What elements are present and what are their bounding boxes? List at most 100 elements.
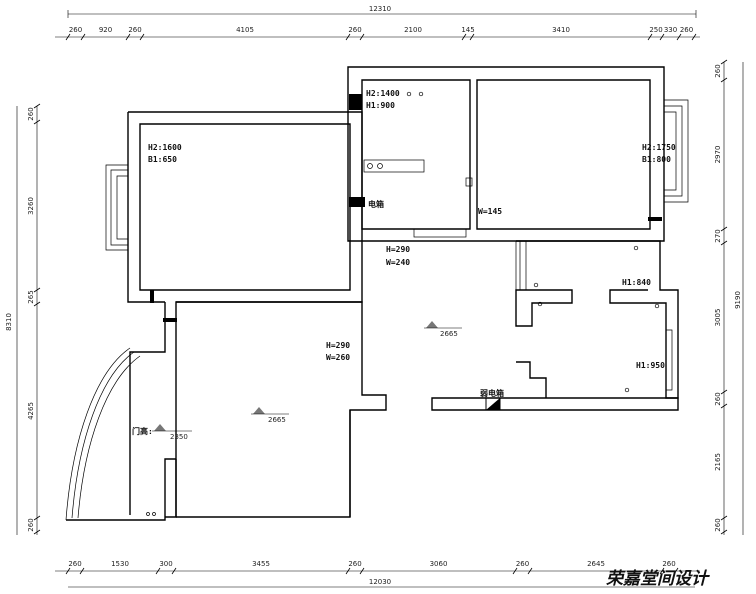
dim-tick [691,33,697,41]
dim-tick [720,226,728,232]
bottom-total-dim: 12030 [369,578,391,586]
dim-segment-label: 260 [348,26,361,34]
dim-tick [33,529,41,535]
dim-segment-label: 265 [27,290,35,303]
dim-segment-label: 4265 [27,402,35,420]
dim-segment-label: 3005 [714,309,722,327]
dim-segment-label: 260 [714,64,722,77]
dim-tick [125,33,131,41]
dim-tick [720,389,728,395]
kitchen-counter [363,159,425,173]
jamb-marker-2 [150,290,154,303]
dim-segment-label: 920 [99,26,112,34]
dim-tick [469,33,475,41]
dim-tick [647,33,653,41]
dim-segment-label: 3410 [552,26,570,34]
bedroom-left-b-label: B1:650 [148,155,177,164]
dim-segment-label: 270 [714,229,722,242]
jamb-marker-3 [163,318,177,322]
bedroom-right-h-label: H2:1750 [642,143,676,152]
dim-segment-label: 260 [68,560,81,568]
dim-segment-label: 330 [664,26,677,34]
dim-tick [527,567,533,575]
kitchen-h-label: H2:1400 [366,89,400,98]
dim-segment-label: 2970 [714,146,722,164]
dim-tick [80,33,86,41]
dim-segment-label: 260 [680,26,693,34]
bottom-dimension: 12030 260 1530 300 3455 260 3060 260 2645 260 [55,560,700,588]
dim-segment-label: 3060 [430,560,448,568]
dim-tick [171,567,177,575]
level-hall-label: 2665 [440,330,458,338]
dim-tick [720,77,728,83]
weak-box-outline [485,397,501,411]
bath-h2-label: H1:950 [636,361,665,370]
dim-tick [720,529,728,535]
dim-tick [33,119,41,125]
bedroom-left-h-label: H2:1600 [148,143,182,152]
bedroom-right-b-label: B1:800 [642,155,671,164]
dim-tick [461,33,467,41]
dim-segment-label: 2645 [587,560,605,568]
meter-box-marker [349,197,365,207]
living-w-label: W=260 [326,353,350,362]
dim-tick [673,567,679,575]
dim-segment-label: 1530 [111,560,129,568]
walls [65,66,689,521]
dim-segment-label: 4105 [236,26,254,34]
left-total-dim: 8310 [5,313,13,331]
dim-segment-label: 260 [27,518,35,531]
right-total-dim: 9190 [734,291,742,309]
jamb-marker-1 [349,94,362,110]
dim-segment-label: 260 [69,26,82,34]
dim-tick [139,33,145,41]
top-total-dim: 12310 [369,5,391,13]
dim-tick [359,33,365,41]
meter-box-label: 电箱 [368,199,384,209]
dim-segment-label: 260 [348,560,361,568]
level-markers: 2665 2665 2350 [152,321,462,441]
jamb-marker-4 [648,217,662,221]
dim-tick [720,59,728,65]
dim-tick [345,33,351,41]
dim-tick [720,240,728,246]
w145-label: W=145 [478,207,502,216]
level-triangle-hall [426,321,438,328]
dim-tick [720,515,728,521]
wall-markers [150,94,662,411]
dim-tick [33,287,41,293]
dim-tick [33,301,41,307]
level-triangle-living [253,407,265,414]
dim-tick [79,567,85,575]
bath-h1-label: H1:840 [622,278,651,287]
dim-segment-label: 260 [662,560,675,568]
left-dimension: 8310 260 3260 265 4265 260 [5,103,41,535]
dim-tick [720,403,728,409]
dim-segment-label: 260 [128,26,141,34]
dim-tick [359,567,365,575]
kitchen-b-label: H1:900 [366,101,395,110]
brand-signature: 荣嘉堂间设计 [606,569,710,589]
dim-tick [659,33,665,41]
dim-tick [512,567,518,575]
dim-tick [65,567,71,575]
dim-segment-label: 2100 [404,26,422,34]
dim-segment-label: 260 [27,107,35,120]
beam-w-label: W=240 [386,258,410,267]
dim-tick [676,33,682,41]
dim-segment-label: 250 [649,26,662,34]
dim-segment-label: 145 [461,26,474,34]
dim-tick [33,103,41,109]
weak-box-label: 弱电箱 [480,388,504,398]
dim-tick [155,567,161,575]
dim-tick [345,567,351,575]
dim-segment-label: 3260 [27,197,35,215]
dim-segment-label: 260 [516,560,529,568]
dim-segment-label: 3455 [252,560,270,568]
dim-tick [659,567,665,575]
dim-segment-label: 260 [714,392,722,405]
level-triangle-entry [154,424,166,431]
dim-segment-label: 300 [159,560,172,568]
